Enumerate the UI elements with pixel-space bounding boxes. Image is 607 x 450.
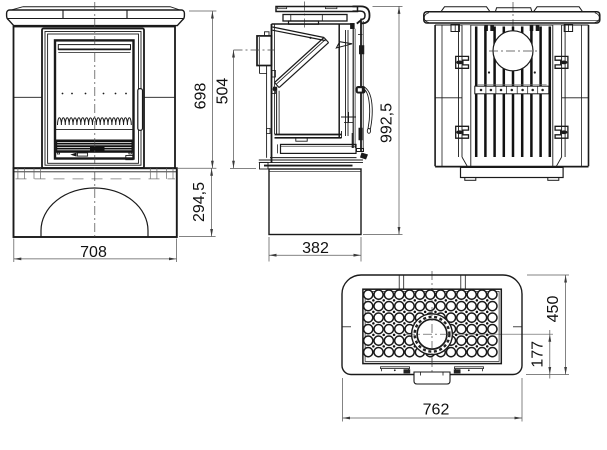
svg-text:450: 450 (545, 296, 562, 323)
svg-text:177: 177 (529, 341, 546, 368)
svg-text:504: 504 (214, 78, 231, 105)
svg-text:698: 698 (192, 83, 209, 110)
svg-text:708: 708 (80, 244, 107, 261)
svg-text:762: 762 (423, 402, 450, 419)
svg-text:382: 382 (302, 240, 329, 257)
svg-text:992,5: 992,5 (379, 103, 396, 143)
svg-text:294,5: 294,5 (191, 182, 208, 222)
